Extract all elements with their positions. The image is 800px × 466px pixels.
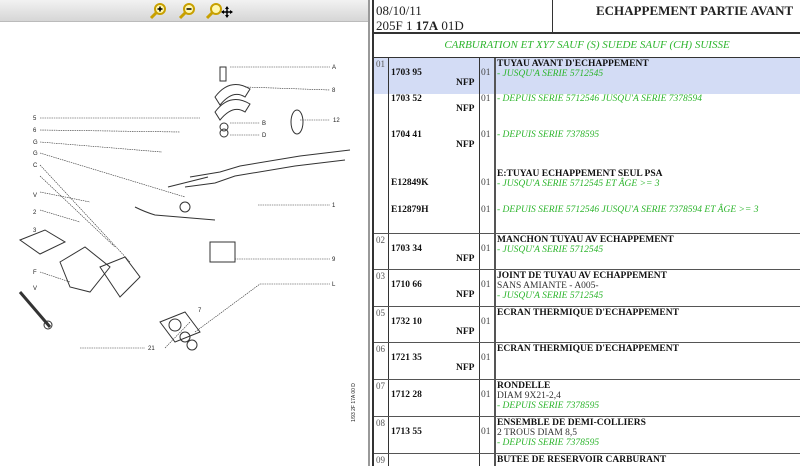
svg-text:D: D — [262, 133, 267, 139]
part-number[interactable]: 1704 41 — [391, 130, 422, 140]
part-title: RONDELLE — [497, 381, 551, 391]
part-number[interactable]: 1703 95 — [391, 68, 422, 78]
zoom-move-icon[interactable] — [205, 2, 233, 20]
quantity: 01 — [481, 427, 491, 437]
part-number[interactable]: 1721 35 — [391, 353, 422, 363]
item-number: 08 — [374, 417, 389, 453]
quantity: 01 — [481, 280, 491, 290]
quantity: 01 — [481, 130, 491, 140]
part-title: TUYAU AVANT D'ECHAPPEMENT — [497, 59, 649, 69]
svg-text:21: 21 — [148, 346, 155, 352]
svg-text:12: 12 — [333, 118, 340, 124]
part-number[interactable]: 1712 28 — [391, 390, 422, 400]
zoom-toolbar — [0, 0, 368, 22]
svg-text:3: 3 — [33, 228, 37, 234]
nfp-label: NFP — [456, 290, 475, 300]
quantity: 01 — [481, 68, 491, 78]
svg-text:9: 9 — [332, 257, 336, 263]
note: - JUSQU'A SERIE 5712545 — [497, 291, 604, 301]
page-title: ECHAPPEMENT PARTIE AVANT — [596, 3, 794, 18]
detail: 2 TROUS DIAM 8,5 — [497, 428, 578, 438]
note: - DEPUIS SERIE 5712546 JUSQU'A SERIE 737… — [497, 205, 759, 215]
note: - JUSQU'A SERIE 5712545 — [497, 245, 604, 255]
date: 08/10/11 — [376, 3, 422, 18]
nfp-label: NFP — [456, 327, 475, 337]
item-number: 03 — [374, 270, 389, 306]
item-number: 01 — [374, 58, 389, 233]
item-number: 07 — [374, 380, 389, 416]
quantity: 01 — [481, 317, 491, 327]
zoom-out-icon[interactable] — [177, 2, 199, 20]
part-number[interactable]: 1710 66 — [391, 280, 422, 290]
svg-text:L: L — [332, 282, 336, 288]
svg-text:5: 5 — [33, 116, 37, 122]
svg-text:1: 1 — [332, 203, 336, 209]
quantity: 01 — [481, 94, 491, 104]
part-title: BUTEE DE RESERVOIR CARBURANT — [497, 455, 667, 465]
nfp-label: NFP — [456, 78, 475, 88]
note: - DEPUIS SERIE 7378595 — [497, 130, 600, 140]
nfp-label: NFP — [456, 363, 475, 373]
part-number[interactable]: 1713 55 — [391, 427, 422, 437]
note: - JUSQU'A SERIE 5712545 ET ÂGE >= 3 — [497, 179, 660, 189]
note: - DEPUIS SERIE 7378595 — [497, 438, 600, 448]
note: - DEPUIS SERIE 7378595 — [497, 401, 600, 411]
part-title: ECRAN THERMIQUE D'ECHAPPEMENT — [497, 344, 679, 354]
part-title: MANCHON TUYAU AV ECHAPPEMENT — [497, 235, 674, 245]
nfp-label: NFP — [456, 104, 475, 114]
detail: SANS AMIANTE - A005- — [497, 281, 599, 291]
part-title: E:TUYAU ECHAPPEMENT SEUL PSA — [497, 169, 663, 179]
svg-text:2: 2 — [33, 210, 37, 216]
quantity: 01 — [481, 353, 491, 363]
zoom-in-icon[interactable] — [148, 2, 170, 20]
part-title: ECRAN THERMIQUE D'ECHAPPEMENT — [497, 308, 679, 318]
svg-text:G: G — [33, 151, 38, 157]
part-number[interactable]: E12879H — [391, 205, 429, 215]
subtitle: CARBURATION ET XY7 SAUF (S) SUEDE SAUF (… — [374, 34, 800, 58]
svg-text:6: 6 — [33, 128, 37, 134]
svg-text:B: B — [262, 121, 266, 127]
quantity: 01 — [481, 178, 491, 188]
nfp-label: NFP — [456, 140, 475, 150]
note: - DEPUIS SERIE 5712546 JUSQU'A SERIE 737… — [497, 94, 703, 104]
quantity: 01 — [481, 390, 491, 400]
note: - JUSQU'A SERIE 5712545 — [497, 69, 604, 79]
item-number: 09 — [374, 454, 389, 466]
table-row-09[interactable]: 09 BUTEE DE RESERVOIR CARBURANT — [374, 454, 800, 466]
parts-list-panel: 08/10/11 205F 1 17A 01D ECHAPPEMENT PART… — [372, 0, 800, 466]
svg-text:8: 8 — [332, 88, 336, 94]
svg-text:C: C — [33, 163, 38, 169]
svg-text:F: F — [33, 270, 37, 276]
svg-text:A: A — [332, 65, 336, 71]
table-row-01[interactable]: 01 1703 95 NFP 01 TUYAU AVANT D'ECHAPPEMENT… — [374, 58, 800, 234]
detail: DIAM 9X21-2,4 — [497, 391, 561, 401]
svg-text:V: V — [33, 286, 37, 292]
page-header: 08/10/11 205F 1 17A 01D ECHAPPEMENT PART… — [374, 0, 800, 34]
part-title: ENSEMBLE DE DEMI-COLLIERS — [497, 418, 646, 428]
quantity: 01 — [481, 244, 491, 254]
part-number[interactable]: E12849K — [391, 178, 429, 188]
svg-text:V: V — [33, 193, 37, 199]
part-number[interactable]: 1703 52 — [391, 94, 422, 104]
svg-text:7: 7 — [198, 308, 202, 314]
quantity: 01 — [481, 205, 491, 215]
item-number: 06 — [374, 343, 389, 379]
part-title: JOINT DE TUYAU AV ECHAPPEMENT — [497, 271, 667, 281]
svg-text:G: G — [33, 140, 38, 146]
part-number[interactable]: 1703 34 — [391, 244, 422, 254]
nfp-label: NFP — [456, 254, 475, 264]
item-number: 02 — [374, 234, 389, 269]
page-code: 205F 1 17A 01D — [376, 18, 464, 33]
svg-text:1/93 2F 17A 00 D: 1/93 2F 17A 00 D — [351, 383, 357, 422]
item-number: 05 — [374, 307, 389, 342]
part-number[interactable]: 1732 10 — [391, 317, 422, 327]
